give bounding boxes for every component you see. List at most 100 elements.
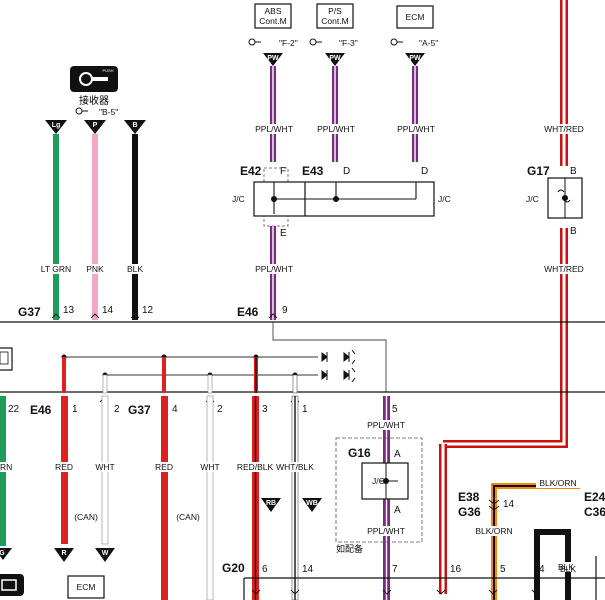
pin-9: 9: [282, 305, 288, 316]
pin-e: E: [280, 228, 287, 239]
can-label-1: (CAN): [74, 512, 98, 522]
terminal-p-label: P: [93, 122, 98, 129]
pin-1-a: 1: [72, 404, 78, 415]
terminal-wb: WB: [302, 498, 322, 512]
can-bus-nodes: [61, 354, 298, 378]
wire-label-wht-1: WHT: [95, 462, 114, 472]
connector-e42: E42: [240, 164, 262, 178]
pin-7: 7: [392, 564, 398, 575]
wht-red-wire-right: [439, 0, 568, 594]
ref-f2: "F-2": [279, 38, 298, 48]
connector-g36: G36: [458, 505, 481, 519]
terminal-p: P: [84, 120, 106, 134]
ref-f3: "F-3": [339, 38, 358, 48]
abs-module-label-line2: Cont.M: [259, 16, 286, 26]
ps-module: P/S Cont.M: [316, 3, 354, 29]
terminal-lg: Lg: [45, 120, 67, 134]
ppl-wht-wires-top: [270, 66, 418, 162]
optional-note: 如配备: [336, 543, 363, 554]
receiver-icon: PUSH: [70, 66, 118, 92]
pin-6: 6: [262, 564, 268, 575]
pin-d-1: D: [343, 166, 350, 177]
pw-terminal-ps: PW: [325, 53, 345, 66]
reference-row: "F-2" "F-3" "A-5": [248, 38, 438, 48]
ecm-module-top: ECM: [396, 5, 434, 29]
lower-wires: [0, 395, 390, 600]
blk-wire: [132, 134, 138, 320]
connector-g16: G16: [348, 446, 371, 460]
wire-label-grn-partial: RN: [0, 462, 12, 472]
wire-label-lt-grn: LT GRN: [41, 264, 71, 274]
terminal-rb-label: RB: [266, 500, 276, 507]
ecm-module-bottom: ECM: [67, 575, 105, 599]
pw-terminal-abs-label: PW: [267, 55, 279, 62]
connector-g37-top: G37: [18, 305, 41, 319]
pin-5-a: 5: [392, 404, 398, 415]
jc-label-g16: J/C: [372, 476, 385, 486]
wire-label-wht-red-2: WHT/RED: [544, 264, 584, 274]
jc-label-right: J/C: [438, 194, 451, 204]
wire-label-pnk: PNK: [86, 264, 104, 274]
connector-c36: C36: [584, 505, 605, 519]
wire-label-wht-red-1: WHT/RED: [544, 124, 584, 134]
wire-label-red-2: RED: [155, 462, 173, 472]
pin-5-b: 5: [500, 564, 506, 575]
connector-g37-mid: G37: [128, 403, 151, 417]
jc-label-left: J/C: [232, 194, 245, 204]
wire-label-blk-3: BLK: [560, 564, 576, 574]
connector-e46-top: E46: [237, 305, 259, 319]
receiver-label: 接收器: [79, 94, 109, 107]
ecm-module-bottom-label: ECM: [77, 582, 96, 592]
pnk-wire: [92, 134, 98, 320]
ground-symbols: [321, 349, 356, 383]
connector-ref-icon: [390, 38, 403, 46]
pin-4: 4: [172, 404, 178, 415]
lt-grn-wire: [53, 134, 59, 320]
junction-connector-box: [253, 167, 435, 227]
connector-chevrons-row1: [51, 313, 278, 319]
connector-e38: E38: [458, 490, 480, 504]
wire-label-red-1: RED: [55, 462, 73, 472]
pw-terminal-ps-label: PW: [329, 55, 341, 62]
ppl-wht-thin-route: [272, 322, 387, 392]
pin-a-2: A: [394, 505, 401, 516]
terminal-lg-label: Lg: [52, 122, 61, 129]
wire-label-ppl-wht-3: PPL/WHT: [397, 124, 435, 134]
g16-optional-box: [335, 437, 423, 543]
pin-d-2: D: [421, 166, 428, 177]
connector-g17: G17: [527, 164, 550, 178]
pin-1-b: 1: [302, 404, 308, 415]
ps-module-label-line2: Cont.M: [321, 16, 348, 26]
wire-label-wht-2: WHT: [200, 462, 219, 472]
terminal-w-label: W: [102, 550, 109, 557]
can-label-2: (CAN): [176, 512, 200, 522]
pin-14-bottom: 14: [302, 564, 314, 575]
pw-terminal-abs: PW: [263, 53, 283, 66]
terminal-rb: RB: [261, 498, 281, 512]
connector-e43: E43: [302, 164, 324, 178]
connector-g20: G20: [222, 561, 245, 575]
pin-f: F: [280, 166, 286, 177]
ref-a5: "A-5": [419, 38, 438, 48]
connector-chevrons-right: [488, 499, 500, 511]
bottom-left-module-icon: [0, 574, 24, 596]
ecm-module-top-label: ECM: [406, 12, 425, 22]
wire-label-red-blk: RED/BLK: [237, 462, 274, 472]
wire-label-blk-orn-2: BLK/ORN: [475, 526, 512, 536]
pin-2-b: 2: [217, 404, 223, 415]
terminal-b: B: [124, 120, 146, 134]
terminal-r-label: R: [61, 550, 66, 557]
terminal-w: W: [95, 548, 115, 562]
wire-label-ppl-wht-2: PPL/WHT: [317, 124, 355, 134]
pin-14-top: 14: [102, 305, 114, 316]
terminal-b-label: B: [132, 122, 137, 129]
pw-terminal-ecm-label: PW: [409, 55, 421, 62]
ref-b5: "B-5": [99, 107, 118, 117]
g17-junction-box: [547, 177, 583, 219]
connector-e24: E24: [584, 490, 605, 504]
bottom-chevrons: [251, 589, 541, 595]
wire-label-wht-blk: WHT/BLK: [276, 462, 314, 472]
wire-label-ppl-wht-6: PPL/WHT: [367, 526, 405, 536]
terminal-g-label: G: [0, 550, 5, 557]
can-bus-lines: [64, 356, 318, 376]
